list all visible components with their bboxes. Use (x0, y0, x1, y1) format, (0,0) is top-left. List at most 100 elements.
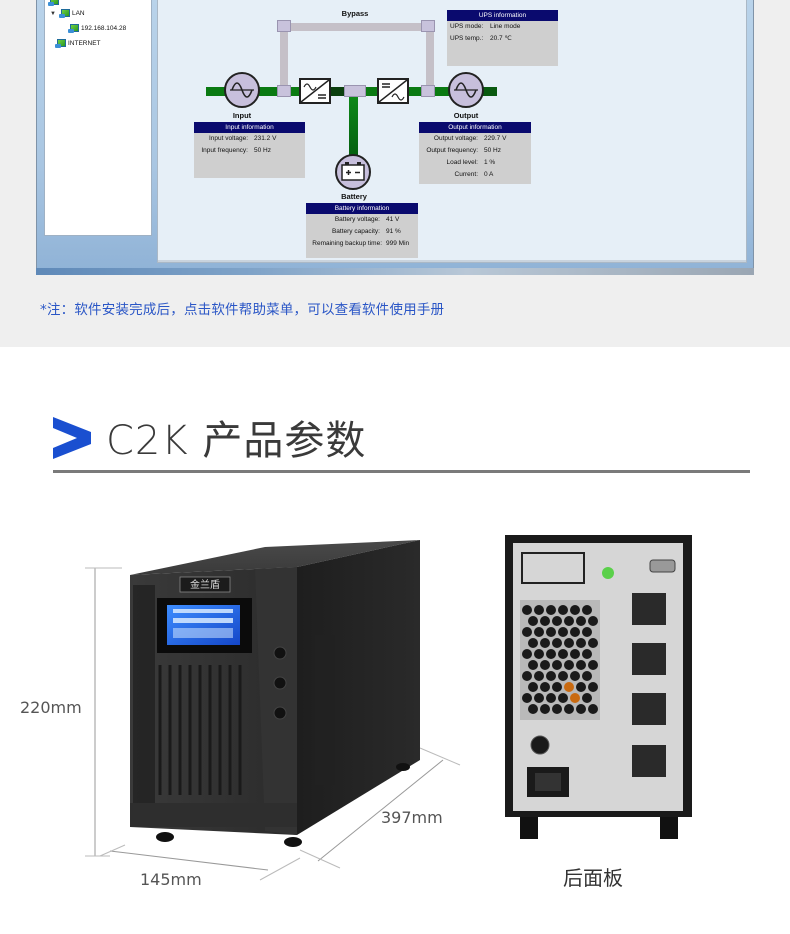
tree-item-partial (48, 0, 59, 6)
depth-dimension-label: 397mm (381, 808, 443, 827)
tree-item-internet[interactable]: INTERNET (55, 39, 101, 48)
input-frequency-label: Input frequency: (201, 147, 248, 154)
tree-item-ip[interactable]: 192.168.104.28 (68, 24, 126, 33)
height-dimension-label: 220mm (20, 698, 82, 717)
input-frequency-value: 50 Hz (254, 147, 271, 154)
window-bottom-border (36, 268, 754, 275)
input-info-row: Input voltage: 231.2 V (194, 133, 305, 145)
output-info-row: Load level: 1 % (419, 157, 531, 169)
battery-node (335, 154, 371, 190)
output-voltage-label: Output voltage: (433, 135, 478, 142)
output-sockets (632, 593, 666, 777)
ups-temp-label: UPS temp.: (450, 35, 484, 42)
tree-item-lan[interactable]: ▼ LAN (50, 9, 85, 18)
brand-logo-text: 金兰盾 (190, 578, 220, 591)
power-off-button (273, 706, 287, 720)
bypass-joint (277, 20, 291, 32)
ups-diagram-pane: Bypass (157, 0, 747, 263)
network-tree-pane[interactable]: ▼ LAN 192.168.104.28 INTERNET (44, 0, 152, 236)
output-info-panel: Output information Output voltage: 229.7… (419, 122, 531, 184)
input-info-header: Input information (194, 122, 305, 133)
input-voltage-value: 231.2 V (254, 135, 277, 142)
battery-info-header: Battery information (306, 203, 418, 214)
tree-item-label: 192.168.104.28 (81, 25, 127, 32)
battery-voltage-label: Battery voltage: (334, 216, 380, 223)
ups-info-row: UPS temp.: 20.7 ℃ (447, 33, 558, 45)
bypass-line-top (280, 23, 434, 31)
output-info-row: Output voltage: 229.7 V (419, 133, 531, 145)
bypass-label: Bypass (341, 9, 369, 18)
input-label: Input (232, 111, 252, 120)
ups-info-panel: UPS information UPS mode: Line mode UPS … (447, 10, 558, 66)
network-icon (55, 39, 66, 48)
output-info-header: Output information (419, 122, 531, 133)
load-level-label: Load level: (446, 159, 478, 166)
input-breaker (530, 735, 550, 755)
ac-sine-icon (454, 82, 478, 98)
depth-dimension-line (317, 759, 444, 862)
battery-power-line (349, 95, 358, 155)
output-voltage-value: 229.7 V (484, 135, 507, 142)
ups-info-header: UPS information (447, 10, 558, 21)
computer-icon (68, 24, 79, 33)
brand-logo (179, 576, 231, 593)
input-info-panel: Input information Input voltage: 231.2 V… (194, 122, 305, 178)
input-voltage-label: Input voltage: (208, 135, 248, 142)
ups-rear-image (505, 535, 692, 839)
battery-icon (341, 162, 365, 181)
tree-item-label: LAN (71, 10, 85, 17)
bypass-joint (421, 20, 435, 32)
width-dimension-label: 145mm (140, 870, 202, 889)
output-label: Output (453, 111, 479, 120)
output-info-row: Current: 0 A (419, 169, 531, 181)
ups-front-image: 金兰盾 (130, 540, 420, 847)
ups-info-row: UPS mode: Line mode (447, 21, 558, 33)
ac-sine-icon (230, 82, 254, 98)
bypass-line-right (426, 23, 434, 91)
ups-temp-value: 20.7 ℃ (490, 35, 512, 42)
ups-mode-value: Line mode (490, 23, 521, 30)
fan-grille (522, 605, 598, 714)
output-frequency-label: Output frequency: (426, 147, 478, 154)
line-joint (421, 85, 435, 97)
battery-info-row: Remaining backup time: 999 Min (306, 238, 418, 250)
load-level-value: 1 % (484, 159, 496, 166)
width-dimension-line (109, 850, 269, 871)
battery-info-row: Battery voltage: 41 V (306, 214, 418, 226)
section-title: C2K 产品参数 (106, 418, 367, 464)
output-frequency-value: 50 Hz (484, 147, 501, 154)
input-source-node (224, 72, 260, 108)
network-icon (48, 0, 59, 6)
battery-label: Battery (341, 192, 367, 201)
expand-arrow-icon[interactable]: ▼ (50, 10, 56, 17)
input-info-row: Input frequency: 50 Hz (194, 145, 305, 157)
dc-bus-segment (330, 87, 352, 96)
ups-mode-label: UPS mode: (450, 23, 484, 30)
battery-info-row: Battery capacity: 91 % (306, 226, 418, 238)
select-button (273, 676, 287, 690)
current-value: 0 A (484, 171, 494, 178)
rectifier-block (299, 78, 331, 104)
bypass-line-left (280, 23, 288, 91)
battery-voltage-value: 41 V (386, 216, 400, 223)
inverter-icon (379, 80, 407, 102)
software-manual-note: *注：软件安装完成后，点击软件帮助菜单，可以查看软件使用手册 (40, 302, 445, 318)
dc-bus-joint (344, 85, 366, 97)
network-icon (58, 9, 70, 18)
battery-capacity-value: 91 % (386, 228, 401, 235)
rear-panel-caption: 后面板 (563, 866, 623, 890)
inverter-block (377, 78, 409, 104)
power-on-button (273, 646, 287, 660)
line-joint (277, 85, 291, 97)
title-divider (53, 470, 750, 473)
rectifier-icon (301, 80, 329, 102)
output-info-row: Output frequency: 50 Hz (419, 145, 531, 157)
output-node (448, 72, 484, 108)
tree-item-label: INTERNET (68, 40, 101, 47)
software-screenshot-section: ▼ LAN 192.168.104.28 INTERNET Bypass (0, 0, 790, 347)
battery-capacity-label: Battery capacity: (331, 228, 380, 235)
current-label: Current: (454, 171, 478, 178)
backup-time-value: 999 Min (386, 240, 410, 247)
chevron-right-icon (53, 417, 91, 459)
